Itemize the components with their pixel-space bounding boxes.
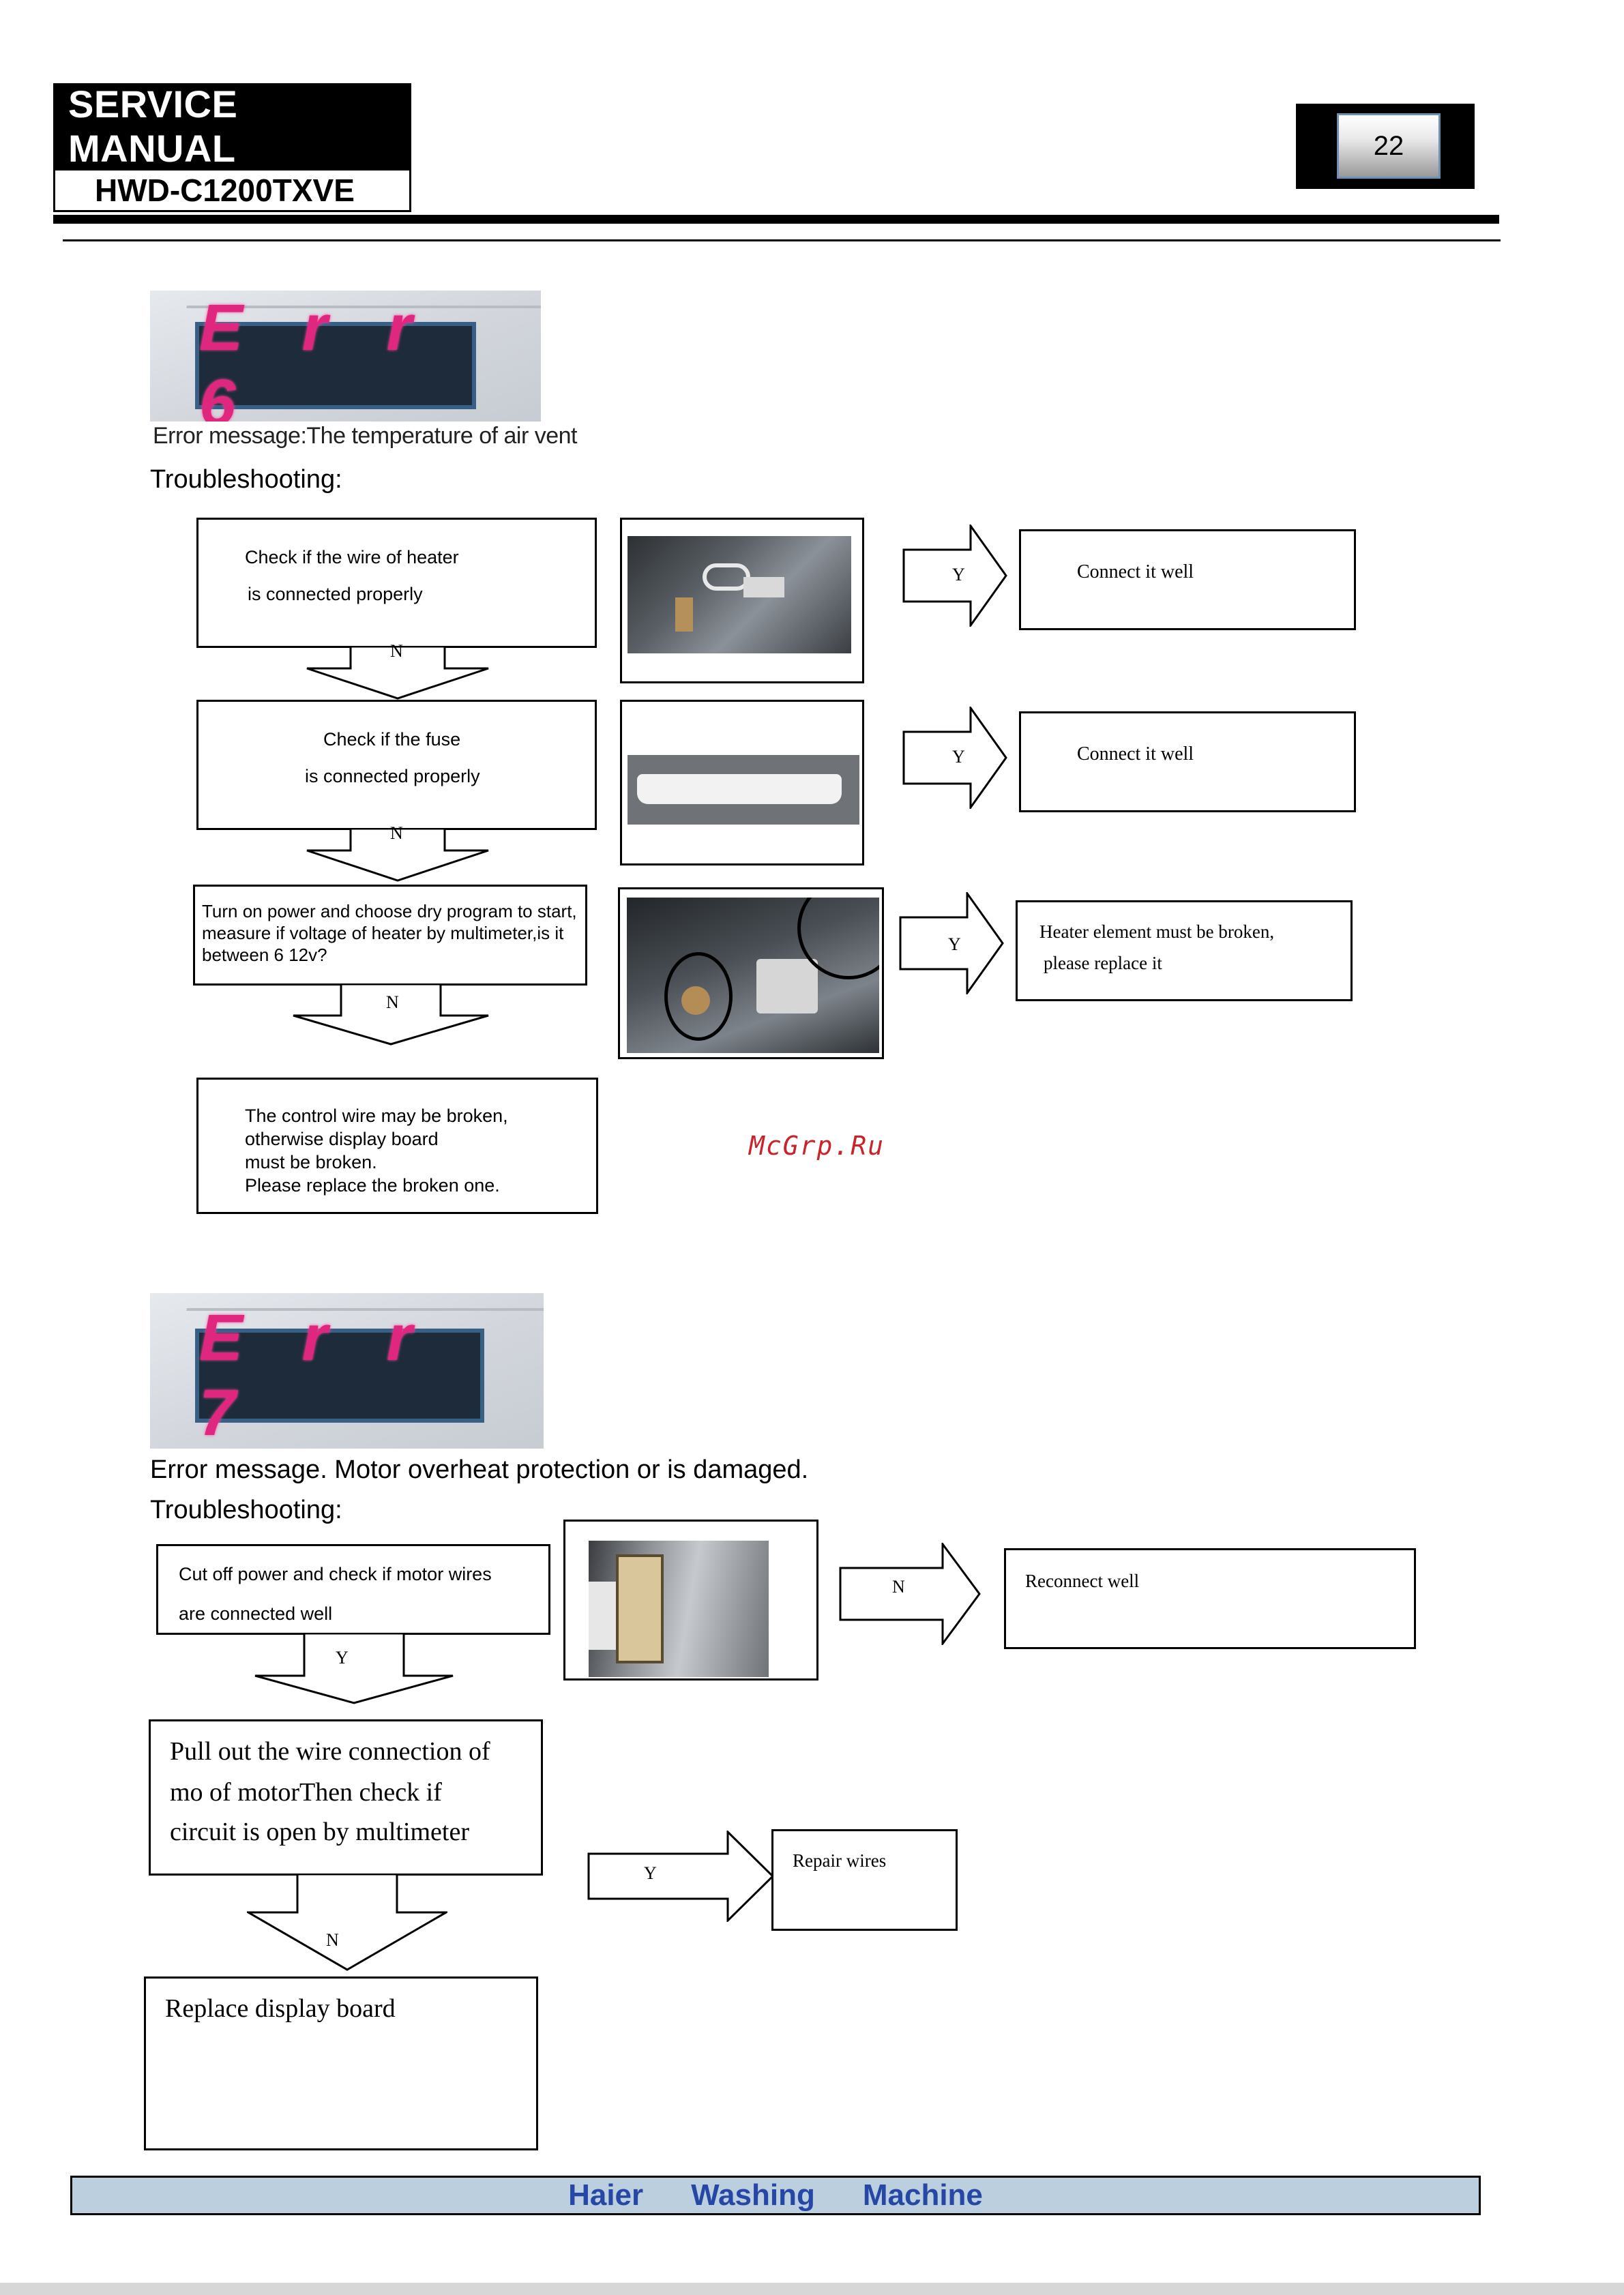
footer-banner: Haier Washing Machine <box>70 2176 1481 2215</box>
err6-step3-no-label: N <box>386 992 399 1012</box>
err6-message: Error message:The temperature of air ven… <box>153 423 578 449</box>
err6-step1-yes-label: Y <box>952 565 965 584</box>
err6-troubleshooting-label: Troubleshooting: <box>150 465 342 494</box>
page-bottom-edge <box>0 2283 1624 2295</box>
err7-step1-line2: are connected well <box>179 1603 333 1624</box>
err6-step2-result: Connect it well <box>1077 743 1194 765</box>
arrow-down-icon <box>306 829 489 882</box>
err7-step1-yes-label: Y <box>336 1648 349 1668</box>
err6-display-photo: E r r 6 <box>150 291 541 421</box>
err7-step1-result-box: Reconnect well <box>1004 1548 1416 1649</box>
heater-terminal-photo <box>618 887 884 1059</box>
err7-step2-result: Repair wires <box>793 1850 887 1871</box>
err7-step1-line1: Cut off power and check if motor wires <box>179 1564 492 1584</box>
err6-step1-line2: is connected properly <box>248 584 423 604</box>
arrow-down-icon <box>247 1874 447 1971</box>
model-number: HWD-C1200TXVE <box>53 168 411 212</box>
arrow-down-icon <box>254 1633 454 1704</box>
err6-step2-yes-label: Y <box>952 747 965 767</box>
err7-step1-box: Cut off power and check if motor wires a… <box>156 1544 550 1635</box>
motor-wire-photo <box>563 1520 818 1680</box>
footer-word-washing: Washing <box>691 2178 815 2212</box>
err6-step3-yes-label: Y <box>948 934 961 954</box>
err7-step2-yes-label: Y <box>644 1863 657 1883</box>
arrow-right-icon <box>839 1543 981 1645</box>
heater-wire-photo <box>620 518 864 683</box>
err7-display-photo: E r r 7 <box>150 1293 544 1449</box>
err7-final-box: Replace display board <box>144 1976 538 2150</box>
arrow-right-icon <box>899 892 1004 994</box>
err6-step2-line2: is connected properly <box>305 766 480 786</box>
err6-step3-line2: measure if voltage of heater by multimet… <box>202 923 564 943</box>
err7-step2-line3: circuit is open by multimeter <box>170 1818 470 1846</box>
err7-message: Error message. Motor overheat protection… <box>150 1455 809 1484</box>
model-number-text: HWD-C1200TXVE <box>95 173 355 208</box>
footer-word-haier: Haier <box>568 2178 644 2212</box>
err6-step3-line1: Turn on power and choose dry program to … <box>202 901 577 921</box>
arrow-right-icon <box>587 1831 775 1922</box>
err6-step1-line1: Check if the wire of heater <box>245 547 459 567</box>
err6-step1-box: Check if the wire of heater is connected… <box>196 518 597 648</box>
err6-code: E r r 6 <box>199 291 433 421</box>
err7-step2-line2: mo of motorThen check if <box>170 1778 442 1807</box>
fuse-photo <box>620 700 864 865</box>
page-number: 22 <box>1337 113 1441 179</box>
err6-step1-result: Connect it well <box>1077 561 1194 582</box>
err7-step1-no-label: N <box>892 1577 905 1597</box>
err7-troubleshooting-label: Troubleshooting: <box>150 1496 342 1524</box>
footer-word-machine: Machine <box>862 2178 983 2212</box>
err6-step3-result-box: Heater element must be broken, please re… <box>1016 900 1353 1001</box>
err6-step3-result-line1: Heater element must be broken, <box>1039 921 1275 942</box>
err6-step3-box: Turn on power and choose dry program to … <box>193 885 587 986</box>
err6-final-line1: The control wire may be broken, <box>245 1106 508 1126</box>
err6-step1-no-label: N <box>390 641 403 661</box>
arrow-down-icon <box>293 984 489 1046</box>
arrow-right-icon <box>902 707 1007 809</box>
err7-step2-box: Pull out the wire connection of mo of mo… <box>149 1719 543 1876</box>
manual-title: SERVICE MANUAL <box>53 82 411 170</box>
err7-step2-no-label: N <box>326 1930 339 1950</box>
err6-final-box: The control wire may be broken, otherwis… <box>196 1078 598 1214</box>
header-rule-thin <box>63 239 1501 241</box>
err7-led-screen: E r r 7 <box>195 1301 484 1449</box>
err6-final-line3: must be broken. <box>245 1152 377 1172</box>
err7-code: E r r 7 <box>199 1301 433 1449</box>
err7-step2-line1: Pull out the wire connection of <box>170 1737 490 1766</box>
arrow-down-icon <box>306 647 489 700</box>
err6-final-line2: otherwise display board <box>245 1129 439 1149</box>
err6-step2-no-label: N <box>390 823 403 843</box>
err6-step1-result-box: Connect it well <box>1019 529 1356 630</box>
err6-step3-line3: between 6 12v? <box>202 945 327 965</box>
err6-led-screen: E r r 6 <box>195 291 476 421</box>
header-rule-thick <box>53 215 1499 224</box>
arrow-right-icon <box>902 524 1007 627</box>
err6-step3-result-line2: please replace it <box>1044 953 1162 973</box>
err7-step1-result: Reconnect well <box>1025 1571 1140 1591</box>
err6-step2-line1: Check if the fuse <box>323 729 461 750</box>
err6-final-line4: Please replace the broken one. <box>245 1175 500 1196</box>
manual-title-text: SERVICE MANUAL <box>68 82 238 170</box>
err7-final: Replace display board <box>165 1994 396 2023</box>
err6-step2-box: Check if the fuse is connected properly <box>196 700 597 830</box>
err6-step2-result-box: Connect it well <box>1019 711 1356 812</box>
watermark: McGrp.Ru <box>749 1131 885 1161</box>
err7-step2-result-box: Repair wires <box>771 1829 958 1931</box>
